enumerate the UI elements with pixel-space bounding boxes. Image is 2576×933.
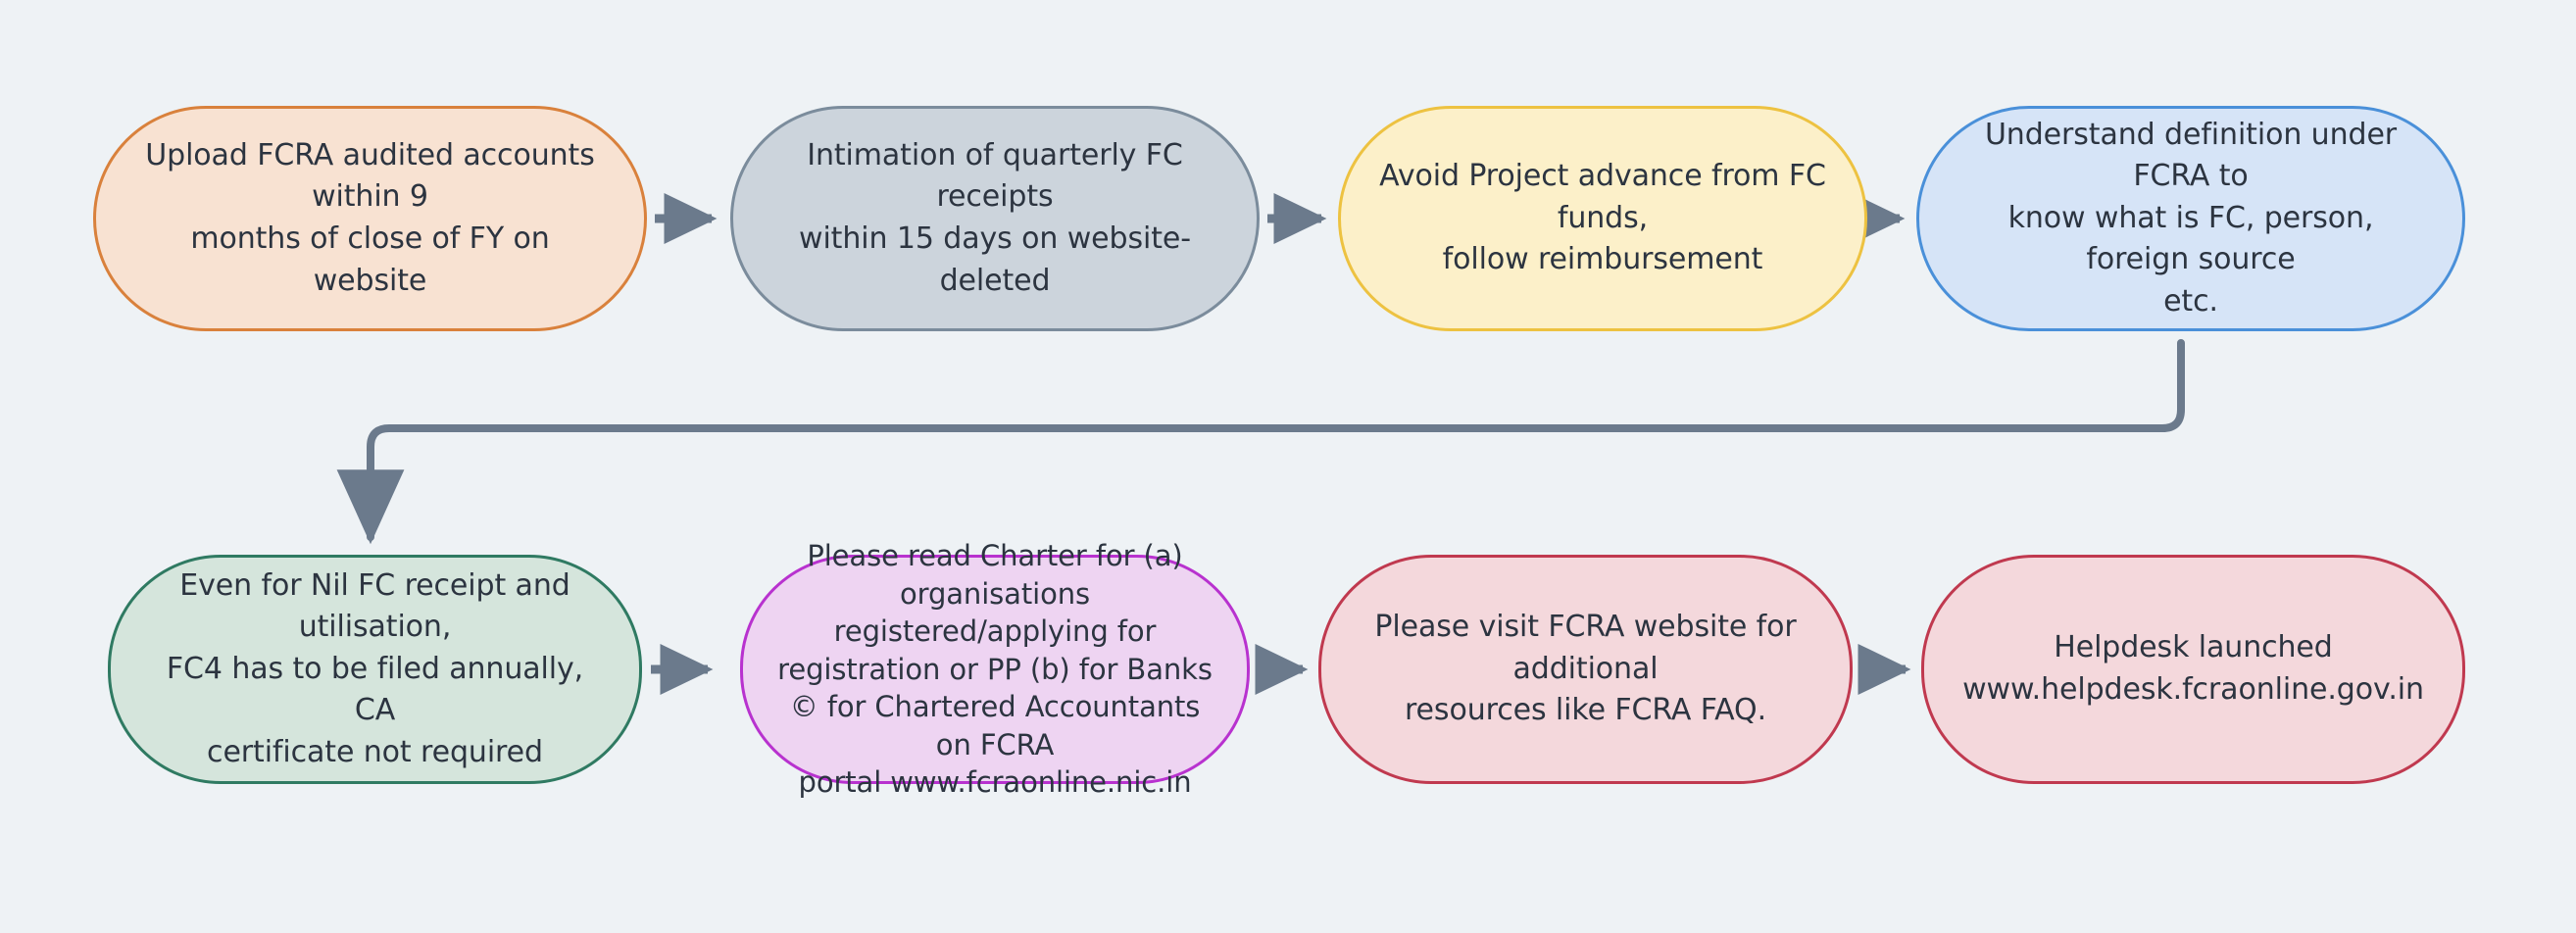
node-label: Upload FCRA audited accounts within 9 mo…: [145, 137, 595, 298]
node-label: Intimation of quarterly FC receipts with…: [799, 137, 1191, 298]
node-quarterly-intimation[interactable]: Intimation of quarterly FC receipts with…: [730, 106, 1260, 331]
node-label: Helpdesk launched www.helpdesk.fcraonlin…: [1962, 630, 2424, 707]
node-label: Understand definition under FCRA to know…: [1984, 117, 2398, 319]
node-avoid-advance[interactable]: Avoid Project advance from FC funds, fol…: [1338, 106, 1867, 331]
node-read-charter[interactable]: Please read Charter for (a) organisation…: [740, 539, 1250, 799]
node-label: Even for Nil FC receipt and utilisation,…: [166, 567, 584, 769]
node-nil-fc-receipt[interactable]: Even for Nil FC receipt and utilisation,…: [108, 555, 642, 784]
node-understand-definition[interactable]: Understand definition under FCRA to know…: [1916, 106, 2465, 331]
node-helpdesk[interactable]: Helpdesk launched www.helpdesk.fcraonlin…: [1921, 555, 2465, 784]
node-upload-accounts[interactable]: Upload FCRA audited accounts within 9 mo…: [93, 106, 647, 331]
node-label: Please visit FCRA website for additional…: [1374, 610, 1797, 728]
node-label: Avoid Project advance from FC funds, fol…: [1379, 159, 1826, 277]
node-visit-website[interactable]: Please visit FCRA website for additional…: [1318, 555, 1853, 784]
node-label: Please read Charter for (a) organisation…: [777, 539, 1213, 800]
connector-understand-to-nil: [336, 339, 2185, 545]
